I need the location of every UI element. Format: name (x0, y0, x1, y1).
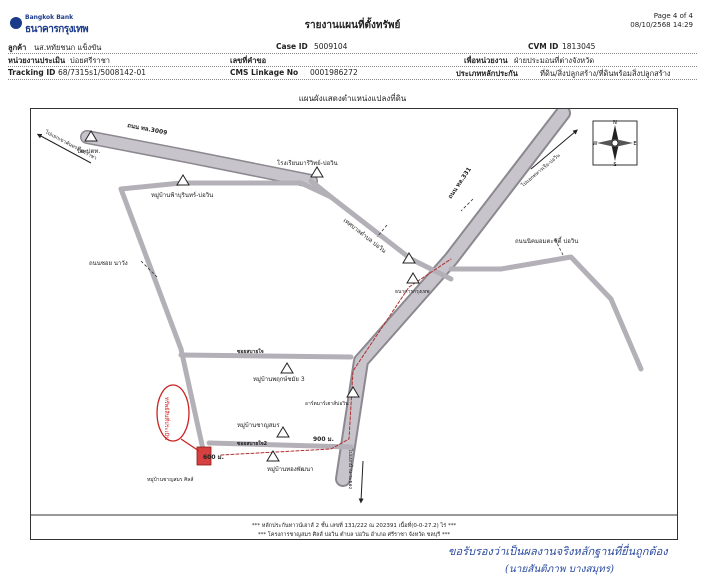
subject-property-marker (196, 446, 212, 466)
info-row-1: ลูกค้า นส.หทัยชนก แข็งขัน Case ID 500910… (8, 41, 697, 54)
customer-value: นส.หทัยชนก แข็งขัน (34, 43, 102, 52)
label-ptt: ปั๊ม ปตท. (77, 146, 100, 155)
label-road-nawang: ถนนซอย นาวัง (89, 260, 128, 267)
label-road-nikhom: ถนนนิคมอมตะซิตี้ บ่อวิน (515, 235, 578, 245)
purpose-label: เพื่อหน่วยงาน (464, 56, 508, 65)
label-bank-branch: ธนาคารกรุงเทพ (395, 289, 430, 295)
road-network (80, 109, 644, 487)
compass-rose-icon: N S E W (592, 120, 638, 168)
info-row-2: หน่วยงานประเมิน บ่อยศรีราชา เลขที่คำขอ เ… (8, 54, 697, 67)
subject-callout-pointer (180, 438, 200, 452)
label-dist-600: 600 ม. (203, 454, 224, 461)
map-frame: N S E W ถนน ทล.3009 ปั๊ม ปตท. ไปแยกเขาคั… (30, 108, 678, 540)
info-row-3: Tracking ID 68/7315s1/5008142-01 CMS Lin… (8, 67, 697, 80)
subject-callout (156, 384, 190, 442)
arrow-to-sriracha (36, 133, 92, 164)
map-title: แผนผังแสดงตำแหน่งแปลงที่ดิน (298, 94, 407, 103)
unit-value: บ่อยศรีราชา (70, 56, 110, 65)
village-chan-marker-icon (276, 426, 290, 438)
request-no-label: เลขที่คำขอ (230, 56, 267, 65)
report-title: รายงานแผนที่ตั้งทรัพย์ (304, 20, 401, 31)
arrow-to-bowin (530, 129, 578, 170)
road-village-fah (118, 180, 334, 200)
bank-logo-icon (10, 17, 22, 29)
bank-name-th: ธนาคารกรุงเทพ (25, 24, 89, 35)
bank-name-en: Bangkok Bank (25, 14, 74, 21)
purpose-value: ฝ่ายประมอนที่ต่างจังหวัด (514, 56, 595, 65)
cms-label: CMS Linkage No (230, 68, 299, 77)
road-school (308, 178, 454, 282)
case-id-label: Case ID (276, 42, 308, 51)
label-village-chan: หมู่บ้านชาญสมร (237, 422, 280, 429)
compass-s: S (613, 162, 616, 168)
secondary-roads (118, 178, 644, 466)
school-marker-icon (310, 166, 324, 178)
label-school: โรงเรียนมารีวิทย์-บ่อวิน (277, 159, 338, 167)
compass-w: W (593, 141, 598, 147)
label-village-chan-site: หมู่บ้านชาญสมร ศิลส์ (147, 476, 193, 483)
cms-value: 0001986272 (310, 68, 358, 77)
location-map: N S E W ถนน ทล.3009 ปั๊ม ปตท. ไปแยกเขาคั… (31, 109, 677, 538)
page-info: Page 4 of 4 08/10/2568 14:29 (630, 12, 693, 30)
unit-label: หน่วยงานประเมิน (8, 56, 66, 65)
handwritten-certification: ขอรับรองว่าเป็นผลงานจริงหลักฐานที่ยื่นถู… (448, 545, 668, 558)
ptt-marker-icon (84, 130, 98, 142)
village-3-marker-icon (280, 362, 294, 374)
cvm-id-label: CVM ID (528, 42, 559, 51)
cvm-id-value: 1813045 (562, 42, 596, 51)
label-dist-900: 900 ม. (313, 436, 334, 443)
map-footer-line2: *** โครงการชาญสมร ศิลส์ บ่อวิน ตำบล บ่อว… (258, 530, 451, 538)
label-to-rayong: ไปแยกบ้าน-ระยอง (347, 448, 354, 489)
label-village-3: หมู่บ้านพฤกษ์ชมัย 3 (253, 375, 305, 383)
handwritten-signature-name: (นายสันติภาพ บางสมุทร) (505, 564, 615, 575)
soi-sabai2 (206, 440, 354, 450)
label-soi-sabai: ซอยสบายใจ (237, 348, 264, 355)
customer-label: ลูกค้า (8, 43, 27, 52)
label-road-331: ถนน ทล.331 (447, 166, 473, 200)
compass-e: E (633, 141, 636, 147)
road-331 (335, 109, 571, 487)
arrow-to-rayong (358, 460, 364, 504)
compass-n: N (613, 120, 617, 126)
bank-branch-marker-icon (406, 272, 420, 284)
map-footer-line1: *** หลักประกันทาวน์เฮาส์ 2 ชั้น เลขที่ 1… (252, 521, 457, 529)
label-church: อาร์ตมาร์เฮาส์บ่อวิน (305, 400, 349, 407)
village-thong-marker-icon (266, 450, 280, 462)
case-id-value: 5009104 (314, 42, 348, 51)
leader-lines (140, 198, 564, 278)
collateral-type-label: ประเภทหลักประกัน (456, 69, 518, 78)
church-marker-icon (346, 386, 360, 398)
road-nawang (118, 186, 209, 466)
label-village-fah: หมู่บ้านฟ้าบุรินทร์-บ่อวิน (151, 191, 213, 199)
landmark-markers (84, 130, 420, 462)
road-nikhom (448, 254, 644, 372)
label-soi-sabai2: ซอยสบายใจ2 (237, 440, 268, 447)
collateral-type-value: ที่ดิน/สิ่งปลูกสร้าง/ที่ดินพร้อมสิ่งปลูก… (540, 69, 671, 78)
road-3009 (80, 130, 318, 188)
label-subject: ทรัพย์สินที่ประเมิน (163, 397, 171, 440)
tracking-id-value: 68/7315s1/5008142-01 (58, 68, 147, 77)
village-fah-marker-icon (176, 174, 190, 186)
label-village-thong: หมู่บ้านทองพัฒนา (267, 466, 314, 473)
print-datetime: 08/10/2568 14:29 (630, 21, 693, 29)
page-number: Page 4 of 4 (653, 12, 693, 20)
label-road-3009: ถนน ทล.3009 (127, 122, 168, 137)
municipality-marker-icon (402, 252, 416, 264)
soi-sabai (178, 352, 354, 360)
tracking-id-label: Tracking ID (8, 68, 56, 77)
